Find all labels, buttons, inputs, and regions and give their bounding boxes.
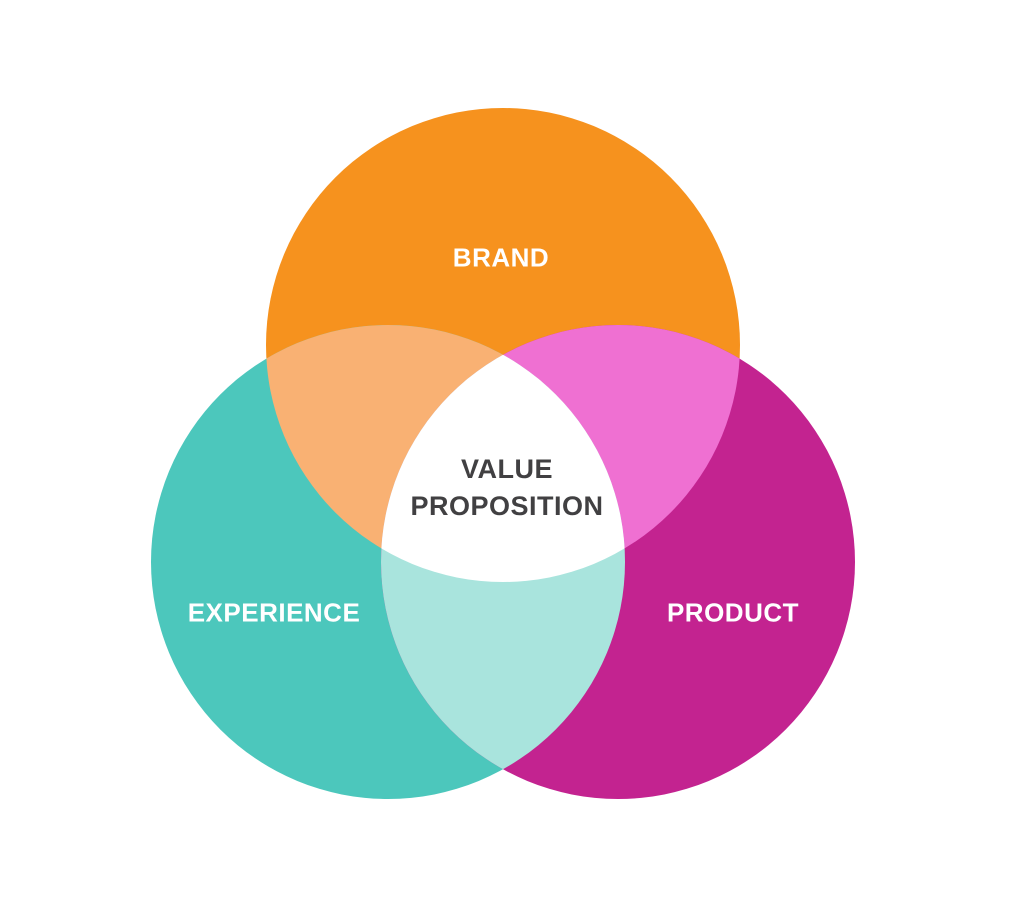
product-label: PRODUCT [666, 597, 800, 628]
brand-label: BRAND [452, 242, 550, 273]
experience-label: EXPERIENCE [187, 597, 361, 628]
value-proposition-line2: PROPOSITION [410, 491, 604, 521]
value-proposition-line1: VALUE [460, 454, 553, 484]
value-proposition-label: VALUE PROPOSITION [410, 451, 603, 525]
